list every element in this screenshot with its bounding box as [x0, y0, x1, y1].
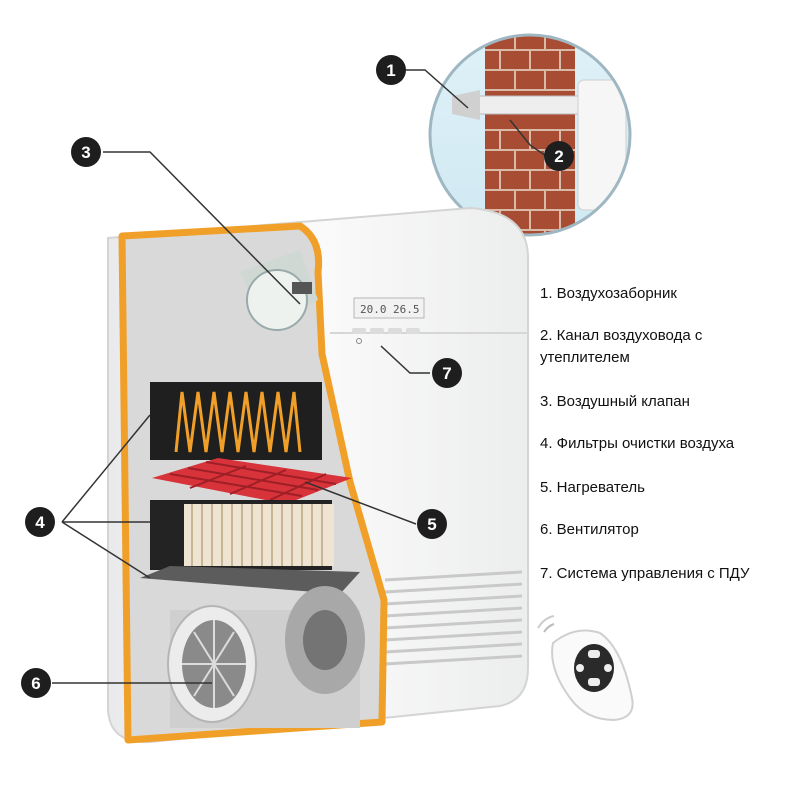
display-left-value: 20.0	[360, 303, 387, 316]
legend-item-2-line-1: 2. Канал воздуховода с	[540, 327, 703, 344]
filter-block-top	[150, 382, 322, 460]
heater-grid	[152, 458, 352, 504]
svg-text:5: 5	[427, 515, 436, 534]
callout-4: 4	[25, 507, 55, 537]
callout-2: 2	[544, 141, 574, 171]
filter-block-bottom	[140, 500, 360, 594]
svg-text:3: 3	[81, 143, 90, 162]
leader-line-5	[304, 481, 417, 525]
remote-button-left[interactable]	[576, 664, 584, 672]
callout-6: 6	[21, 668, 51, 698]
legend-item-3: 3. Воздушный клапан	[540, 393, 690, 410]
svg-text:7: 7	[442, 364, 451, 383]
leader-line-4a	[61, 414, 151, 523]
legend-item-5: 5. Нагреватель	[540, 479, 645, 496]
control-button-3[interactable]	[388, 328, 402, 334]
wall-inset	[430, 35, 630, 235]
lcd-display	[353, 297, 425, 319]
svg-text:4: 4	[35, 513, 45, 532]
callout-1: 1	[376, 55, 406, 85]
air-duct	[452, 90, 583, 120]
legend-item-2-line-2: утеплителем	[540, 349, 630, 366]
svg-text:6: 6	[31, 674, 40, 693]
fan-assembly	[167, 586, 365, 728]
legend-item-1: 1. Воздухозаборник	[540, 285, 677, 302]
brick-wall	[485, 35, 575, 235]
legend-item-6: 6. Вентилятор	[540, 521, 639, 538]
inset-unit	[577, 79, 627, 211]
power-icon	[356, 338, 362, 344]
front-grille	[384, 570, 523, 666]
air-valve	[240, 250, 318, 331]
legend-item-7: 7. Система управления с ПДУ	[540, 565, 750, 582]
leader-line-7	[380, 345, 430, 374]
control-button-2[interactable]	[370, 328, 384, 334]
callout-3: 3	[71, 137, 101, 167]
callout-7: 7	[432, 358, 462, 388]
leader-line-3	[103, 151, 301, 305]
callout-5: 5	[417, 509, 447, 539]
remote-button-top[interactable]	[588, 650, 600, 658]
remote-button-right[interactable]	[604, 664, 612, 672]
legend-item-4: 4. Фильтры очистки воздуха	[540, 435, 735, 452]
remote-control	[537, 615, 634, 722]
control-button-4[interactable]	[406, 328, 420, 334]
inset-border	[428, 33, 632, 237]
leader-line-4c	[61, 521, 151, 579]
callout-lines	[52, 69, 547, 684]
control-panel: 20.0 26.5	[352, 297, 425, 344]
leader-line-1	[398, 69, 469, 109]
svg-text:2: 2	[554, 147, 563, 166]
leader-line-2	[509, 119, 547, 157]
svg-text:1: 1	[386, 61, 395, 80]
control-button-1[interactable]	[352, 328, 366, 334]
display-right-value: 26.5	[393, 303, 420, 316]
remote-button-bottom[interactable]	[588, 678, 600, 686]
